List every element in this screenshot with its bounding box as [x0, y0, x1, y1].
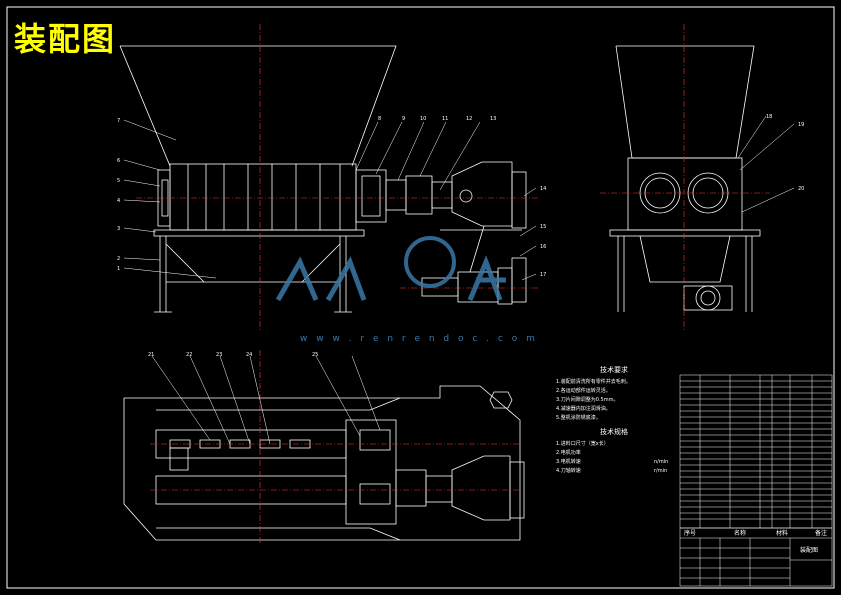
part-number: 8: [378, 116, 381, 122]
title-block-labels: 序号 名称 材料 备注 装配图: [684, 529, 827, 554]
part-number: 10: [420, 116, 426, 122]
leader-lines: [123, 115, 795, 445]
part-number: 22: [186, 352, 192, 358]
tech-spec-value: n/min: [654, 459, 669, 465]
part-number: 24: [246, 352, 252, 358]
title-block: [679, 527, 833, 587]
top-view: [123, 385, 525, 541]
col-material-label: 材料: [776, 529, 788, 537]
part-number: 11: [442, 116, 448, 122]
col-seq-label: 序号: [684, 529, 696, 537]
part-number: 15: [540, 224, 546, 230]
tech-spec-row: 3.电机转速 n/min: [556, 458, 672, 467]
tech-spec-row: 4.刀轴转速 r/min: [556, 467, 672, 476]
part-number: 17: [540, 272, 546, 278]
part-number: 9: [402, 116, 405, 122]
drawing-name: 装配图: [800, 546, 818, 554]
part-number: 1: [117, 266, 120, 272]
tech-requirement-item: 1.装配前清洗所有零件并去毛刺。: [556, 379, 631, 385]
part-number: 12: [466, 116, 472, 122]
front-view: [119, 45, 527, 313]
part-number: 7: [117, 118, 120, 124]
col-name-label: 名称: [734, 529, 746, 537]
tech-requirement-item: 2.各运动部件运转灵活。: [556, 388, 611, 394]
tech-requirement-item: 4.减速器内加注润滑油。: [556, 406, 611, 412]
tech-specs-heading: 技术规格: [600, 428, 628, 436]
tech-spec-value: r/min: [654, 468, 668, 474]
tech-spec-row: 2.电机功率: [556, 449, 672, 458]
tech-requirements-heading: 技术要求: [600, 366, 628, 374]
part-number: 14: [540, 186, 546, 192]
part-number: 21: [148, 352, 154, 358]
part-number: 20: [798, 186, 804, 192]
part-number: 4: [117, 198, 120, 204]
part-number: 13: [490, 116, 496, 122]
centerlines: [136, 24, 770, 545]
drawing-border: [6, 6, 835, 589]
part-number: 16: [540, 244, 546, 250]
part-number: 18: [766, 114, 772, 120]
tech-spec-label: 4.刀轴转速: [556, 468, 581, 474]
col-remark-label: 备注: [815, 529, 827, 537]
tech-spec-label: 2.电机功率: [556, 450, 581, 456]
tech-spec-label: 1.进料口尺寸（宽x长）: [556, 441, 609, 447]
tech-requirements: 技术要求 1.装配前清洗所有零件并去毛刺。 2.各运动部件运转灵活。 3.刀片间…: [556, 366, 672, 423]
part-number: 2: [117, 256, 120, 262]
part-number: 5: [117, 178, 120, 184]
tech-specs: 技术规格 1.进料口尺寸（宽x长） 2.电机功率 3.电机转速 n/min 4.刀…: [556, 428, 672, 476]
watermark-url: w w w . r e n r e n d o c . c o m: [300, 334, 538, 344]
tech-spec-row: 1.进料口尺寸（宽x长）: [556, 440, 672, 449]
part-number: 23: [216, 352, 222, 358]
part-number: 3: [117, 226, 120, 232]
tech-requirement-item: 5.整机涂防锈底漆。: [556, 415, 601, 421]
part-numbers: 1 2 3 4 5 6 7 8 9 10 11 12 13 14 15 16 1…: [117, 114, 804, 358]
part-number: 19: [798, 122, 804, 128]
part-number: 6: [117, 158, 120, 164]
parts-list-table: [679, 374, 833, 529]
tech-spec-label: 3.电机转速: [556, 459, 581, 465]
side-view: [609, 45, 761, 312]
part-number: 25: [312, 352, 318, 358]
watermark-logo-icon: [275, 236, 506, 302]
tech-requirement-item: 3.刀片间隙调整为0.5mm。: [556, 397, 619, 403]
drawing-title: 装配图: [14, 20, 117, 58]
